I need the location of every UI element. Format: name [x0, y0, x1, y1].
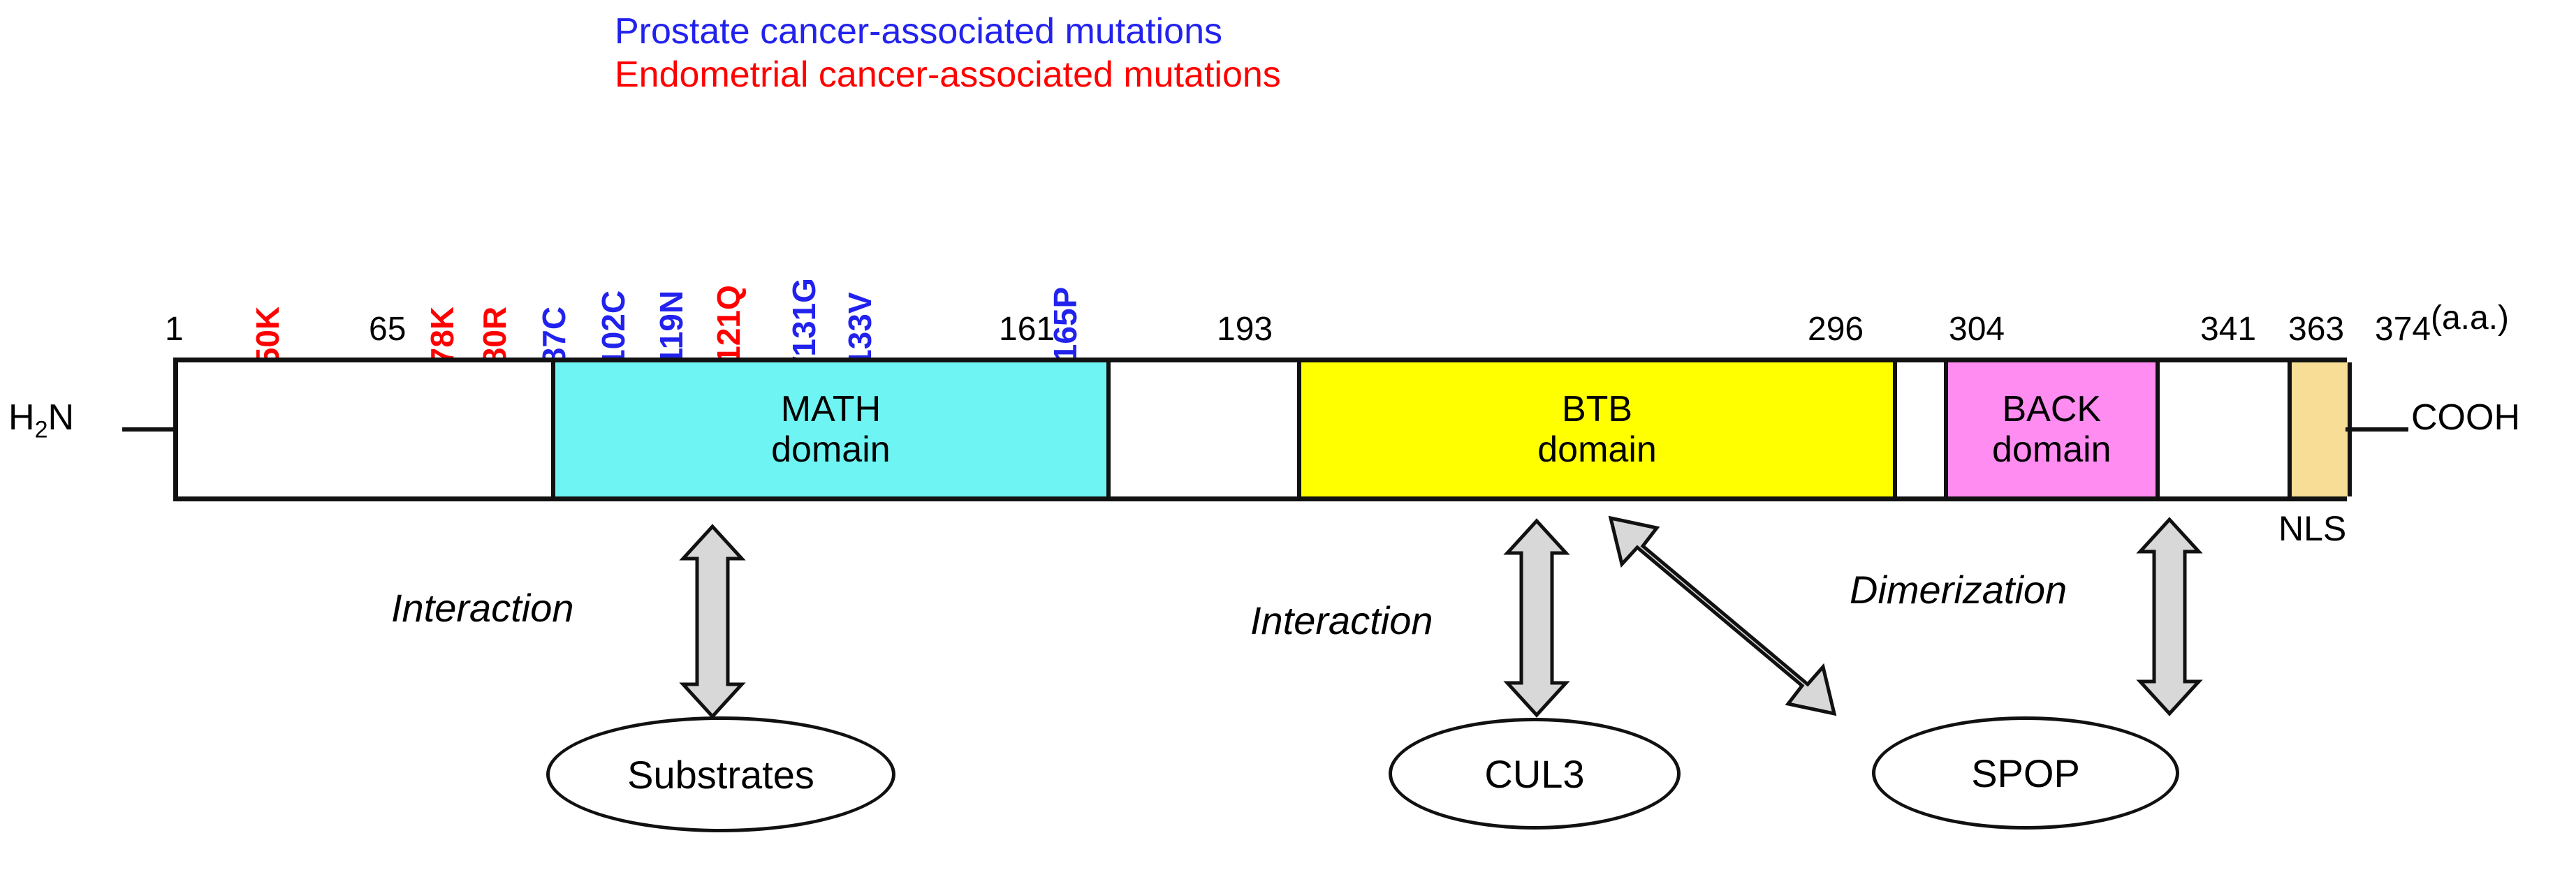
interaction-label-cul3: Interaction	[1250, 598, 1433, 642]
domain-btb-sublabel: domain	[1537, 429, 1657, 470]
partner-ellipse-substrates: Substrates	[546, 716, 895, 832]
residue-position-304: 304	[1949, 311, 2005, 348]
c-terminus-connector	[2346, 427, 2408, 432]
domain-back-name: BACK	[2002, 389, 2102, 429]
partner-label-cul3: CUL3	[1484, 751, 1585, 796]
residue-position-65: 65	[369, 311, 407, 348]
arrow-math-substrates	[679, 524, 746, 719]
domain-nls	[2288, 362, 2352, 496]
partner-label-substrates: Substrates	[627, 752, 814, 797]
arrow-btb-cul3	[1503, 518, 1570, 718]
residue-position-1: 1	[165, 311, 184, 348]
c-terminus-label: COOH	[2411, 397, 2520, 438]
arrow-btb-spop-dimerization	[1608, 515, 1837, 716]
legend: Prostate cancer-associated mutations End…	[615, 10, 1872, 96]
legend-prostate-mutations: Prostate cancer-associated mutations	[615, 11, 1222, 52]
residue-position-341: 341	[2200, 311, 2257, 348]
length-unit-label: (a.a.)	[2431, 300, 2510, 337]
arrow-back-spop	[2136, 517, 2203, 716]
n-terminus-connector	[122, 427, 178, 432]
nls-label: NLS	[2278, 509, 2347, 548]
interaction-label-substrates: Interaction	[391, 586, 574, 630]
residue-position-193: 193	[1217, 311, 1273, 348]
residue-position-374: 374	[2375, 311, 2431, 348]
partner-ellipse-cul3: CUL3	[1389, 718, 1681, 830]
residue-position-296: 296	[1808, 311, 1864, 348]
residue-position-363: 363	[2288, 311, 2345, 348]
interaction-label-spop: Dimerization	[1850, 568, 2068, 612]
residue-position-161: 161	[999, 311, 1055, 348]
partner-label-spop: SPOP	[1971, 751, 2080, 795]
domain-math-sublabel: domain	[771, 429, 891, 470]
n-terminus-label: H2N	[8, 397, 75, 443]
legend-endometrial-mutations: Endometrial cancer-associated mutations	[615, 54, 1281, 95]
domain-back-sublabel: domain	[1992, 429, 2112, 470]
partner-ellipse-spop: SPOP	[1872, 716, 2179, 830]
domain-btb-name: BTB	[1561, 389, 1633, 429]
domain-math-name: MATH	[780, 389, 881, 429]
